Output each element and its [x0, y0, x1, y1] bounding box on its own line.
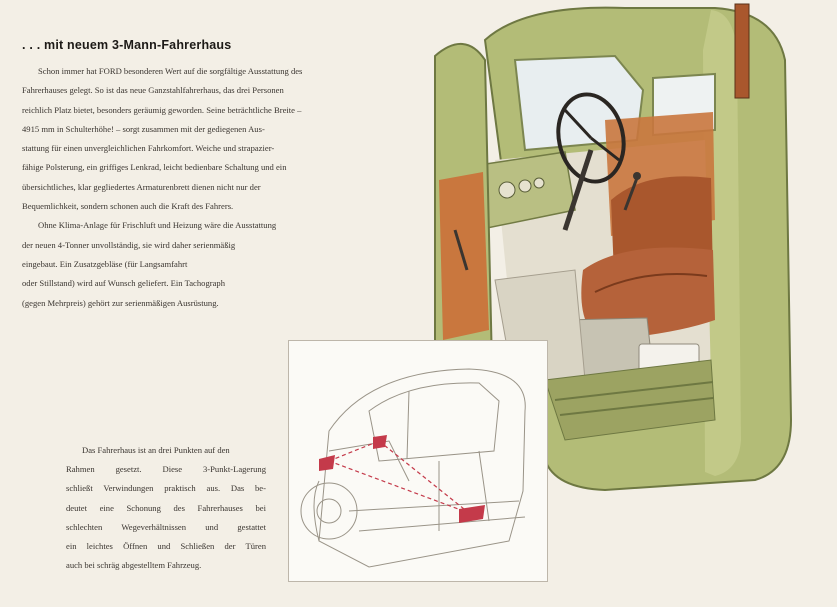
body-line: stattung für einen unvergleichlichen Fah… [22, 143, 275, 154]
cab-interior-illustration [434, 3, 793, 492]
caption-line: Rahmen gesetzt. Diese 3-Punkt-Lagerung [66, 464, 266, 475]
caption-line: schlechten Wegeverhältnissen und gestatt… [66, 521, 266, 532]
body-line: eingebaut. Ein Zusatzgebläse (für Langsa… [22, 258, 188, 269]
body-line: fähige Polsterung, ein griffiges Lenkrad… [22, 162, 287, 173]
diagram-caption: Das Fahrerhaus ist an drei Punkten auf d… [66, 441, 266, 575]
body-line: Bequemlichkeit, sondern schonen auch die… [22, 201, 234, 212]
body-line: (gegen Mehrpreis) gehört zur serienmäßig… [22, 297, 219, 308]
body-line: der neuen 4-Tonner unvollständig, sie wi… [22, 239, 236, 250]
body-line: Ohne Klima-Anlage für Frischluft und Hei… [38, 220, 277, 231]
caption-line: ein leichtes Öffnen und Schließen der Tü… [66, 541, 266, 552]
caption-line: deutet eine Schonung des Fahrerhauses be… [66, 502, 266, 513]
caption-line: Das Fahrerhaus ist an drei Punkten auf d… [82, 445, 230, 455]
caption-line: auch bei schräg abgestelltem Fahrzeug. [66, 560, 202, 571]
page-heading: . . . mit neuem 3-Mann-Fahrerhaus [22, 38, 232, 52]
body-line: 4915 mm in Schulterhöhe! – sorgt zusamme… [22, 123, 265, 134]
body-line: Fahrerhauses gelegt. So ist das neue Gan… [22, 85, 284, 96]
body-line: reichlich Platz bietet, besonders geräum… [22, 104, 302, 115]
body-text: Schon immer hat FORD besonderen Wert auf… [22, 62, 382, 313]
body-line: übersichtliches, klar gegliedertes Armat… [22, 181, 261, 192]
caption-line: schließt Verwindungen praktisch aus. Das… [66, 483, 266, 494]
cab-frame-diagram [300, 368, 526, 568]
body-line: oder Stillstand) wird auf Wunsch geliefe… [22, 278, 226, 289]
body-line: Schon immer hat FORD besonderen Wert auf… [38, 66, 303, 76]
mounting-diagram [288, 340, 548, 582]
